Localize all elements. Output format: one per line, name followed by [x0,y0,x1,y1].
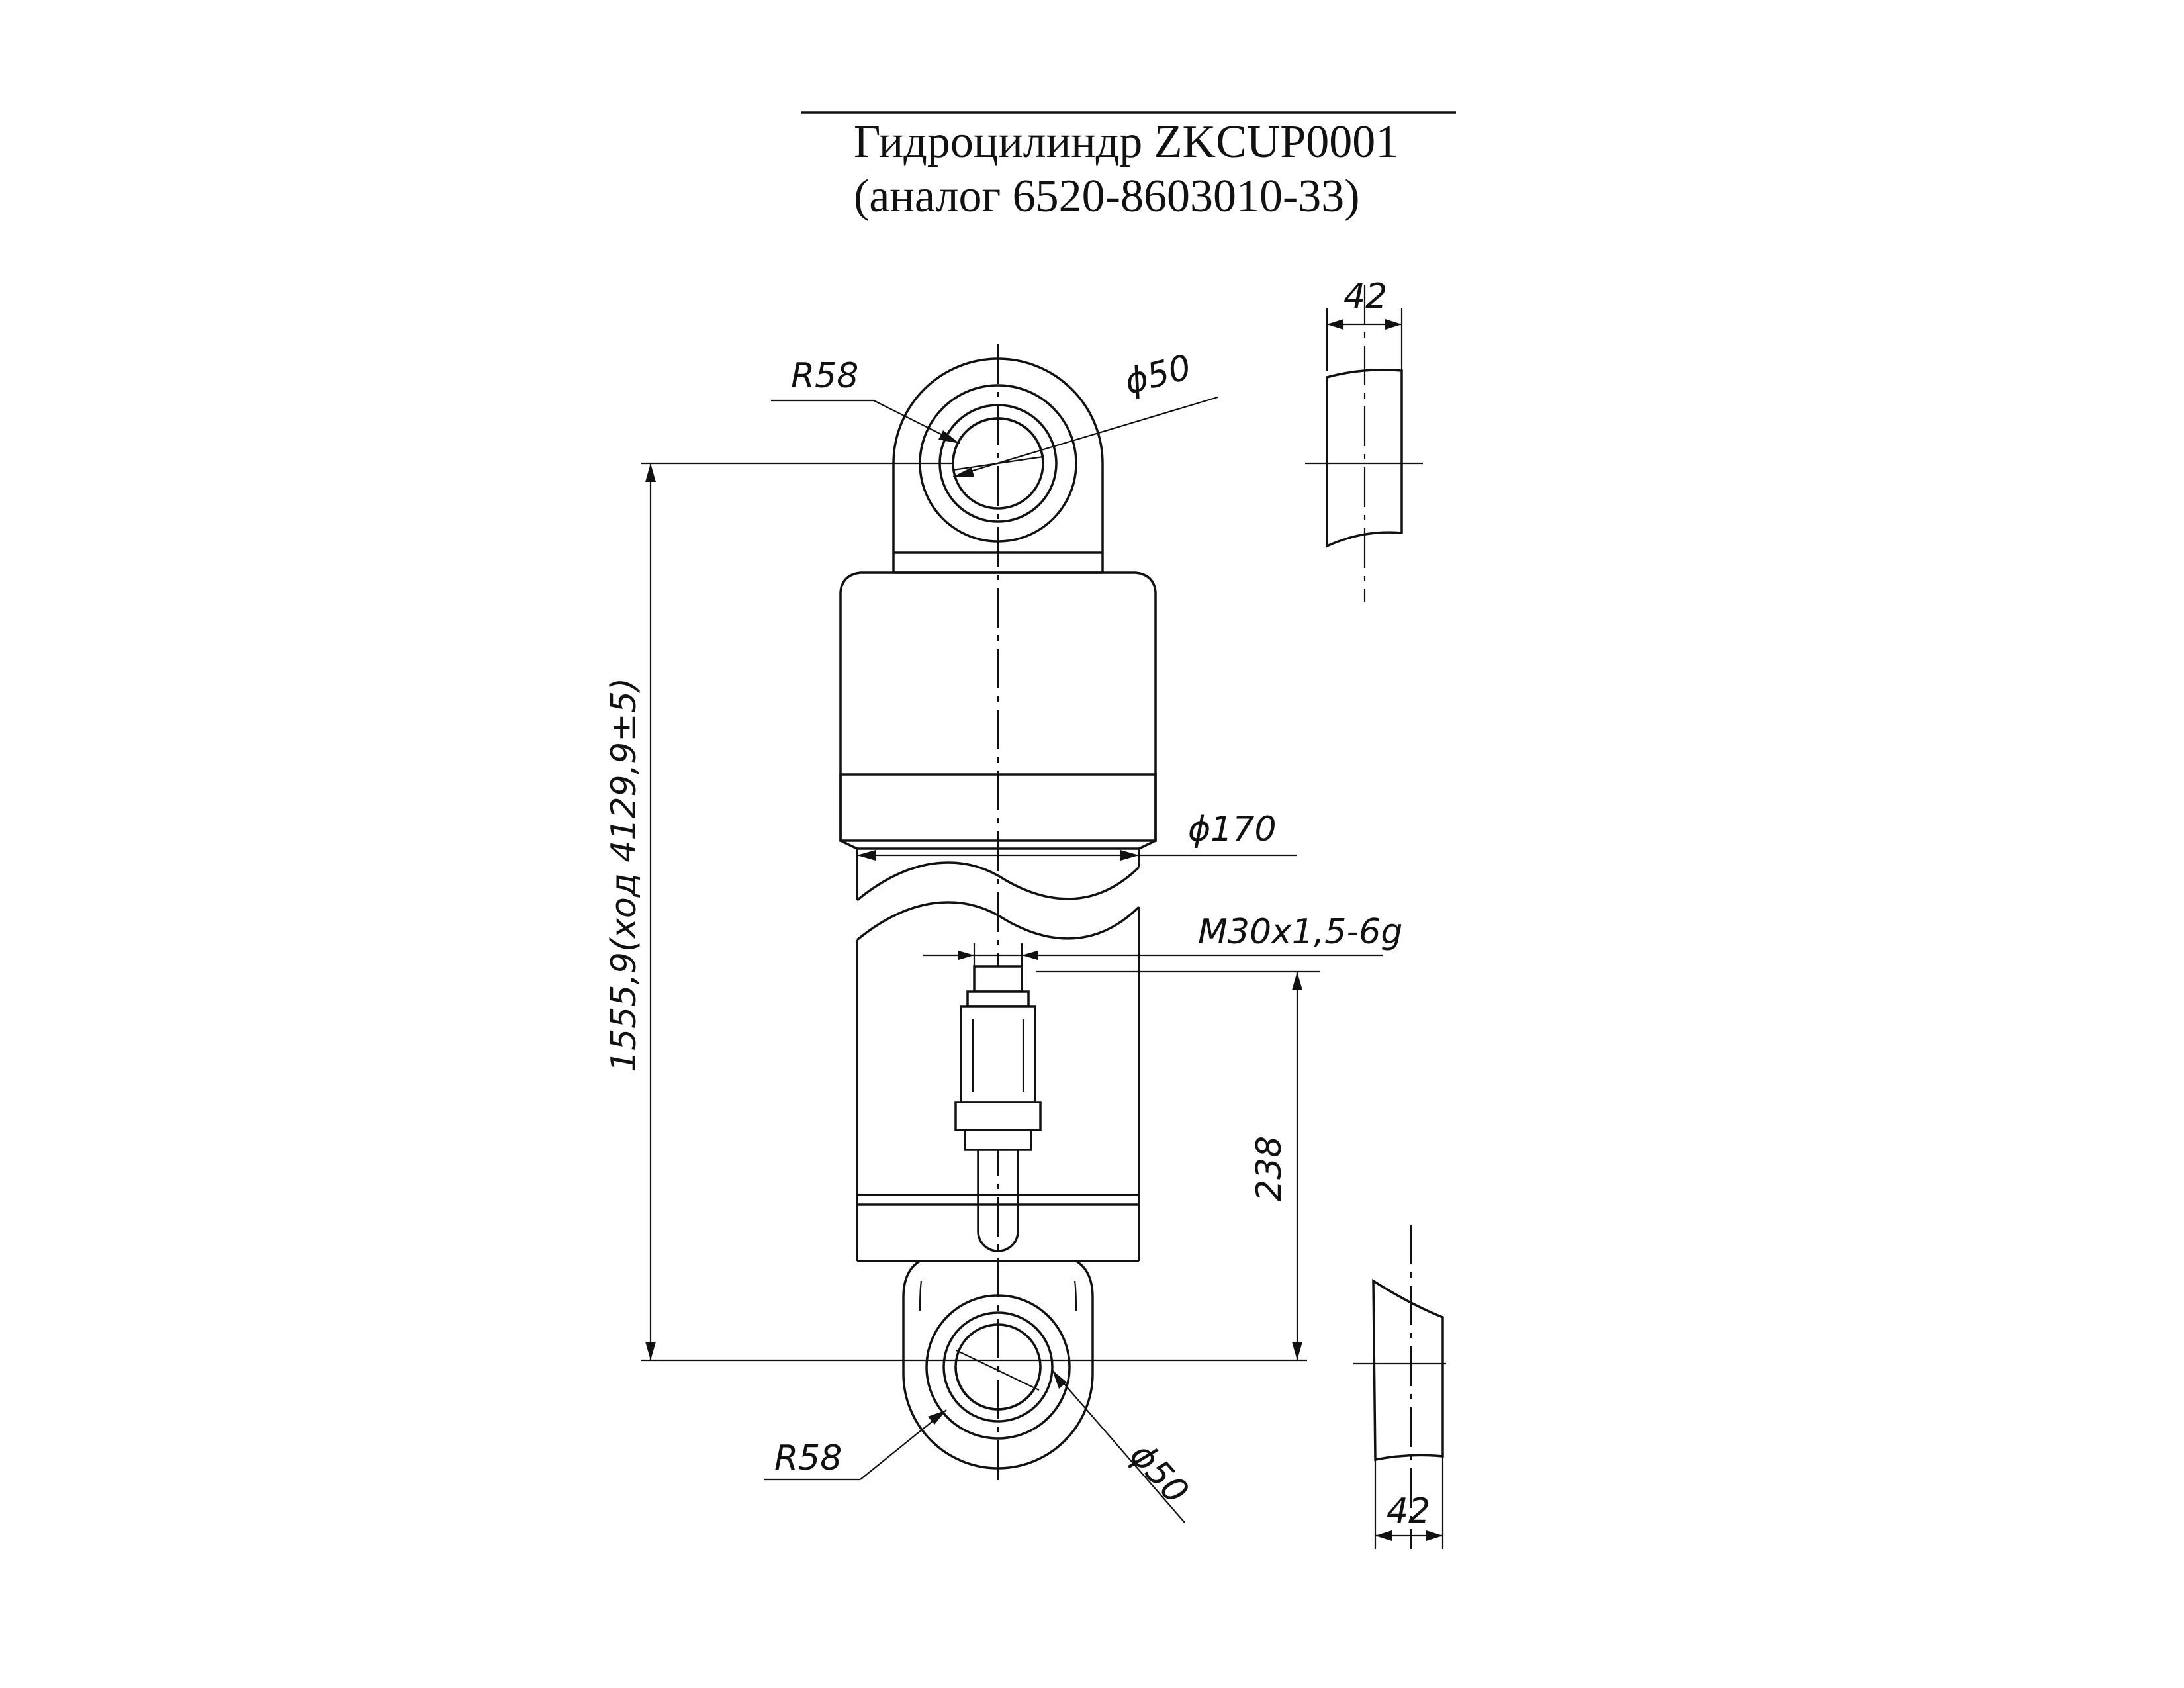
top-radius-label: R58 [791,356,858,396]
hydraulic-port-fitting [954,965,1042,1252]
top-eye-leaders: R58 ϕ50 [771,348,1218,478]
drawing-title-line1: Гидроцилиндр ZKCUP0001 [854,117,1399,167]
bottom-eye-side-view: 42 [1353,1225,1446,1549]
port-height-label: 238 [1250,1136,1289,1201]
overall-length-dimension: 1555,9(ход 4129,9±5) [604,462,1307,1362]
bottom-eye [902,1260,1094,1470]
drawing-title-line2: (аналог 6520-8603010-33) [854,171,1360,222]
bottom-bore-label: ϕ50 [1122,1436,1196,1512]
cylinder-body-lower [857,1194,1139,1262]
break-lines [856,849,1140,1261]
top-eye [892,357,1104,574]
body-diameter-dimension: ϕ170 [857,810,1297,861]
port-height-dimension: 238 [1036,970,1320,1360]
bottom-eye-width-label: 42 [1387,1491,1430,1531]
top-eye-width-label: 42 [1343,277,1387,316]
port-thread-dimension: M30x1,5-6g [923,912,1402,966]
cylinder-body-upper [839,571,1157,850]
top-bore-label: ϕ50 [1121,348,1195,402]
bottom-eye-leaders: R58 ϕ50 [764,1370,1196,1523]
bottom-radius-label: R58 [774,1438,842,1478]
body-diameter-label: ϕ170 [1188,810,1277,849]
overall-length-label: 1555,9(ход 4129,9±5) [604,678,644,1072]
top-eye-side-view: 42 [1305,277,1423,602]
port-thread-label: M30x1,5-6g [1198,912,1402,952]
